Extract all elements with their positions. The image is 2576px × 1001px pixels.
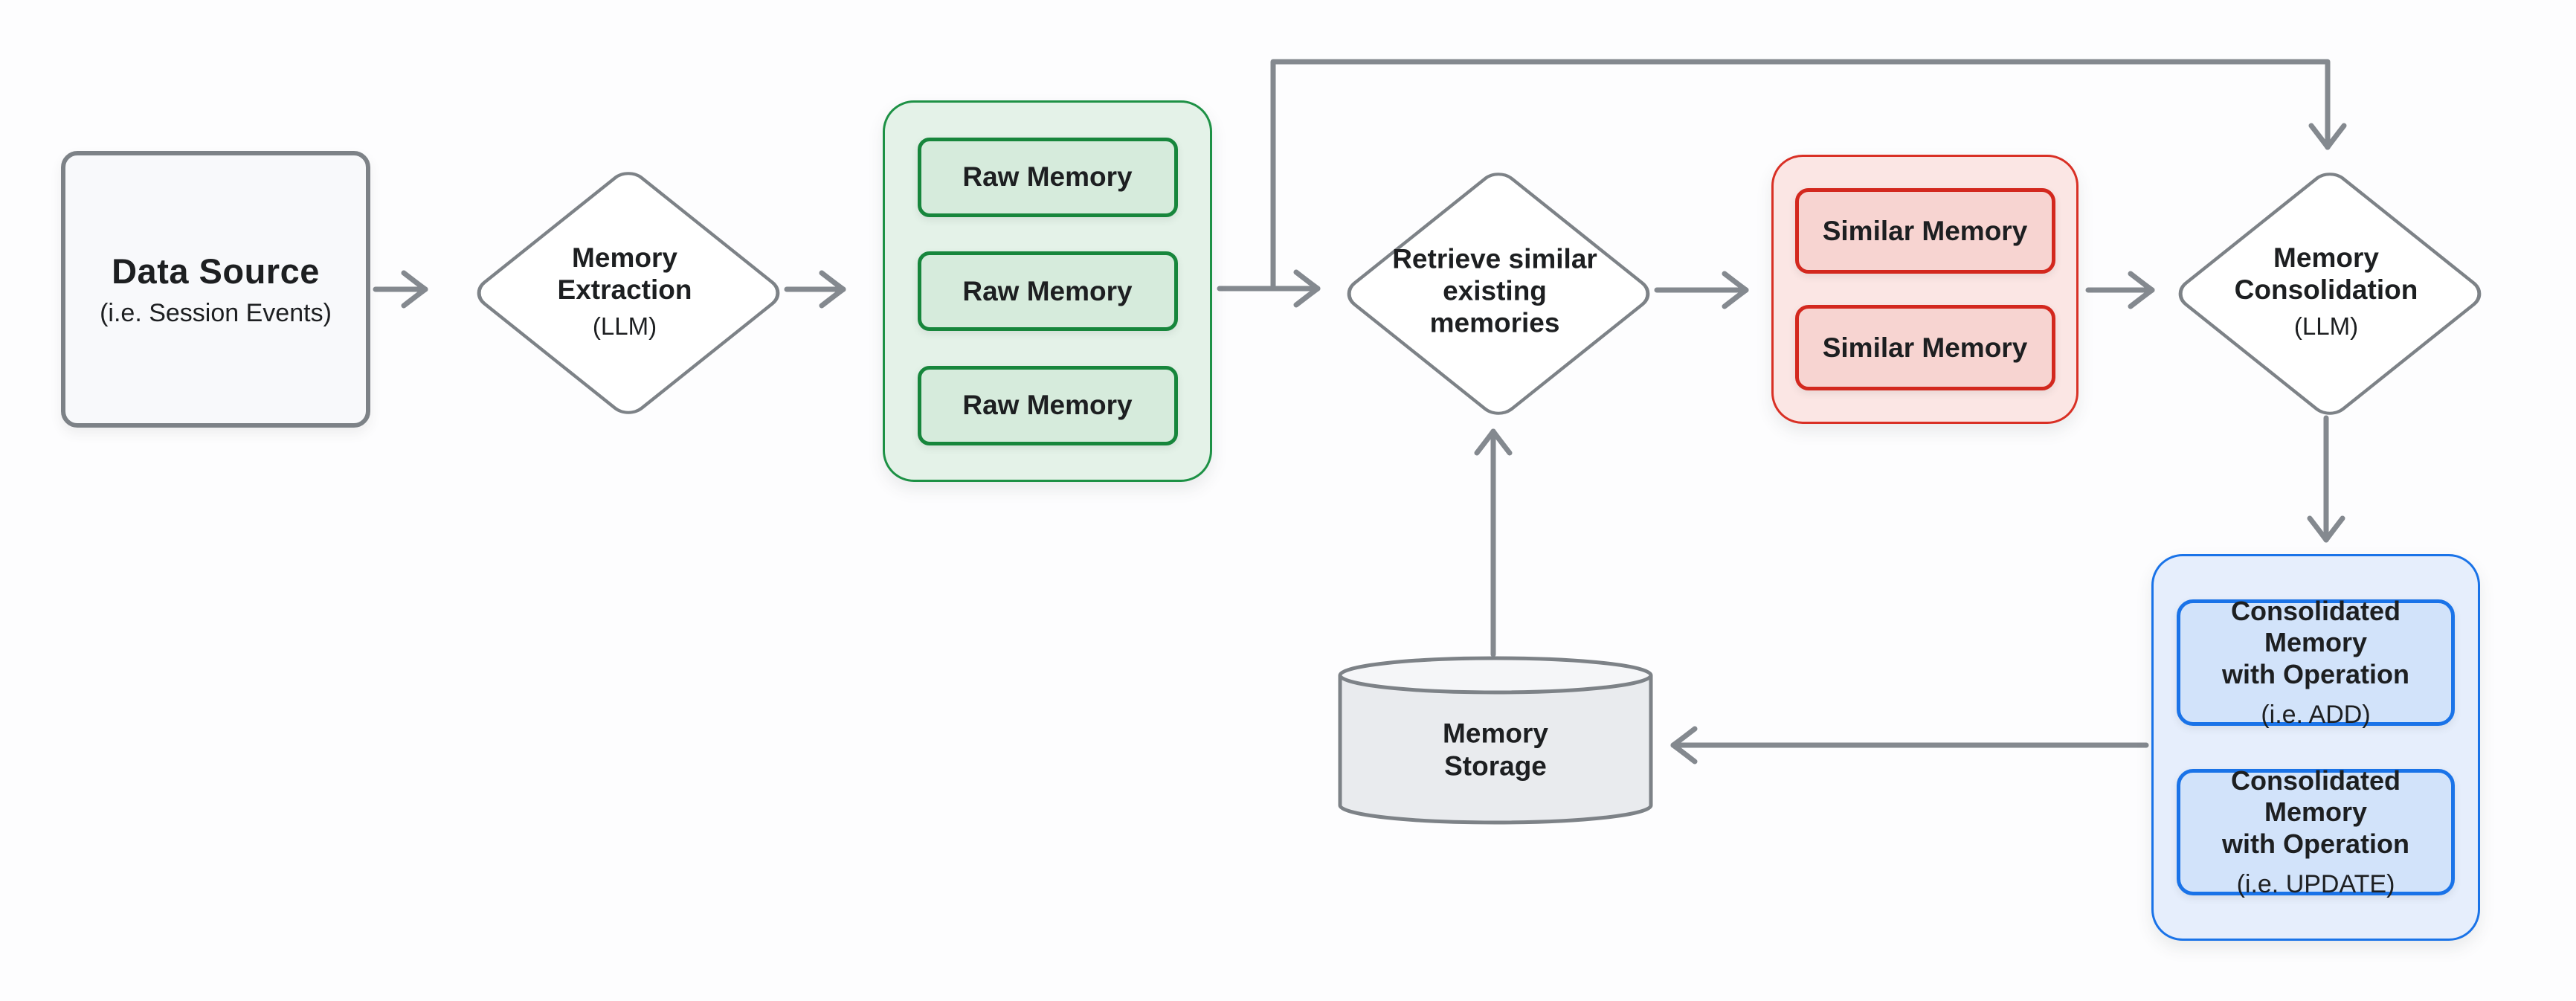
retrieve-line3: memories [1429,307,1560,338]
cylinder-top [1338,656,1653,695]
retrieve-memories-label: Retrieve similar existing memories [1392,244,1597,340]
consolidated-memory-line1: Consolidated Memory [2230,595,2400,658]
consolidated-memory-line2: with Operation [2222,828,2409,859]
memory-consolidation-subtitle: (LLM) [2293,312,2359,340]
memory-storage-label: Memory Storage [1443,717,1548,782]
memory-storage-cylinder [1338,656,1653,825]
data-source-subtitle: (i.e. Session Events) [100,299,332,327]
cylinder-body [1338,675,1653,825]
raw-memory-label: Raw Memory [962,275,1133,306]
consolidated-memory-line1: Consolidated Memory [2230,765,2400,828]
raw-memory-chip: Raw Memory [917,137,1178,217]
consolidated-memory-chip: Consolidated Memory with Operation (i.e.… [2177,595,2455,729]
consolidated-memory-op: (i.e. UPDATE) [2236,870,2395,899]
consolidated-memory-group: Consolidated Memory with Operation (i.e.… [2151,554,2480,941]
raw-memory-chip: Raw Memory [917,251,1178,331]
memory-extraction-label: Memory Extraction (LLM) [558,242,692,341]
memory-extraction-line2: Extraction [557,274,692,305]
similar-memory-chip: Similar Memory [1794,188,2055,274]
data-source-node: Data Source (i.e. Session Events) [61,151,370,428]
memory-consolidation-line2: Consolidation [2234,274,2418,305]
memory-storage-line1: Memory [1443,718,1548,749]
memory-consolidation-label: Memory Consolidation (LLM) [2235,242,2418,341]
memory-extraction-line1: Memory [572,242,677,273]
similar-memory-group: Similar Memory Similar Memory [1771,155,2078,424]
retrieve-line1: Retrieve similar [1392,243,1597,274]
raw-memory-chip: Raw Memory [917,365,1178,445]
memory-extraction-subtitle: (LLM) [592,312,657,340]
consolidated-memory-line2: with Operation [2222,658,2409,689]
data-source-title: Data Source [112,251,320,291]
similar-memory-label: Similar Memory [1822,332,2028,363]
similar-memory-label: Similar Memory [1822,215,2028,246]
memory-storage-line2: Storage [1444,750,1547,781]
consolidated-memory-chip: Consolidated Memory with Operation (i.e.… [2177,765,2455,898]
edge-feedback-to-consolidation [1270,59,2347,289]
raw-memory-label: Raw Memory [962,390,1133,420]
raw-memory-label: Raw Memory [962,161,1133,192]
memory-consolidation-line1: Memory [2273,242,2379,273]
raw-memory-group: Raw Memory Raw Memory Raw Memory [883,100,1212,482]
similar-memory-chip: Similar Memory [1794,305,2055,390]
retrieve-line2: existing [1443,275,1547,306]
consolidated-memory-op: (i.e. ADD) [2261,701,2371,730]
